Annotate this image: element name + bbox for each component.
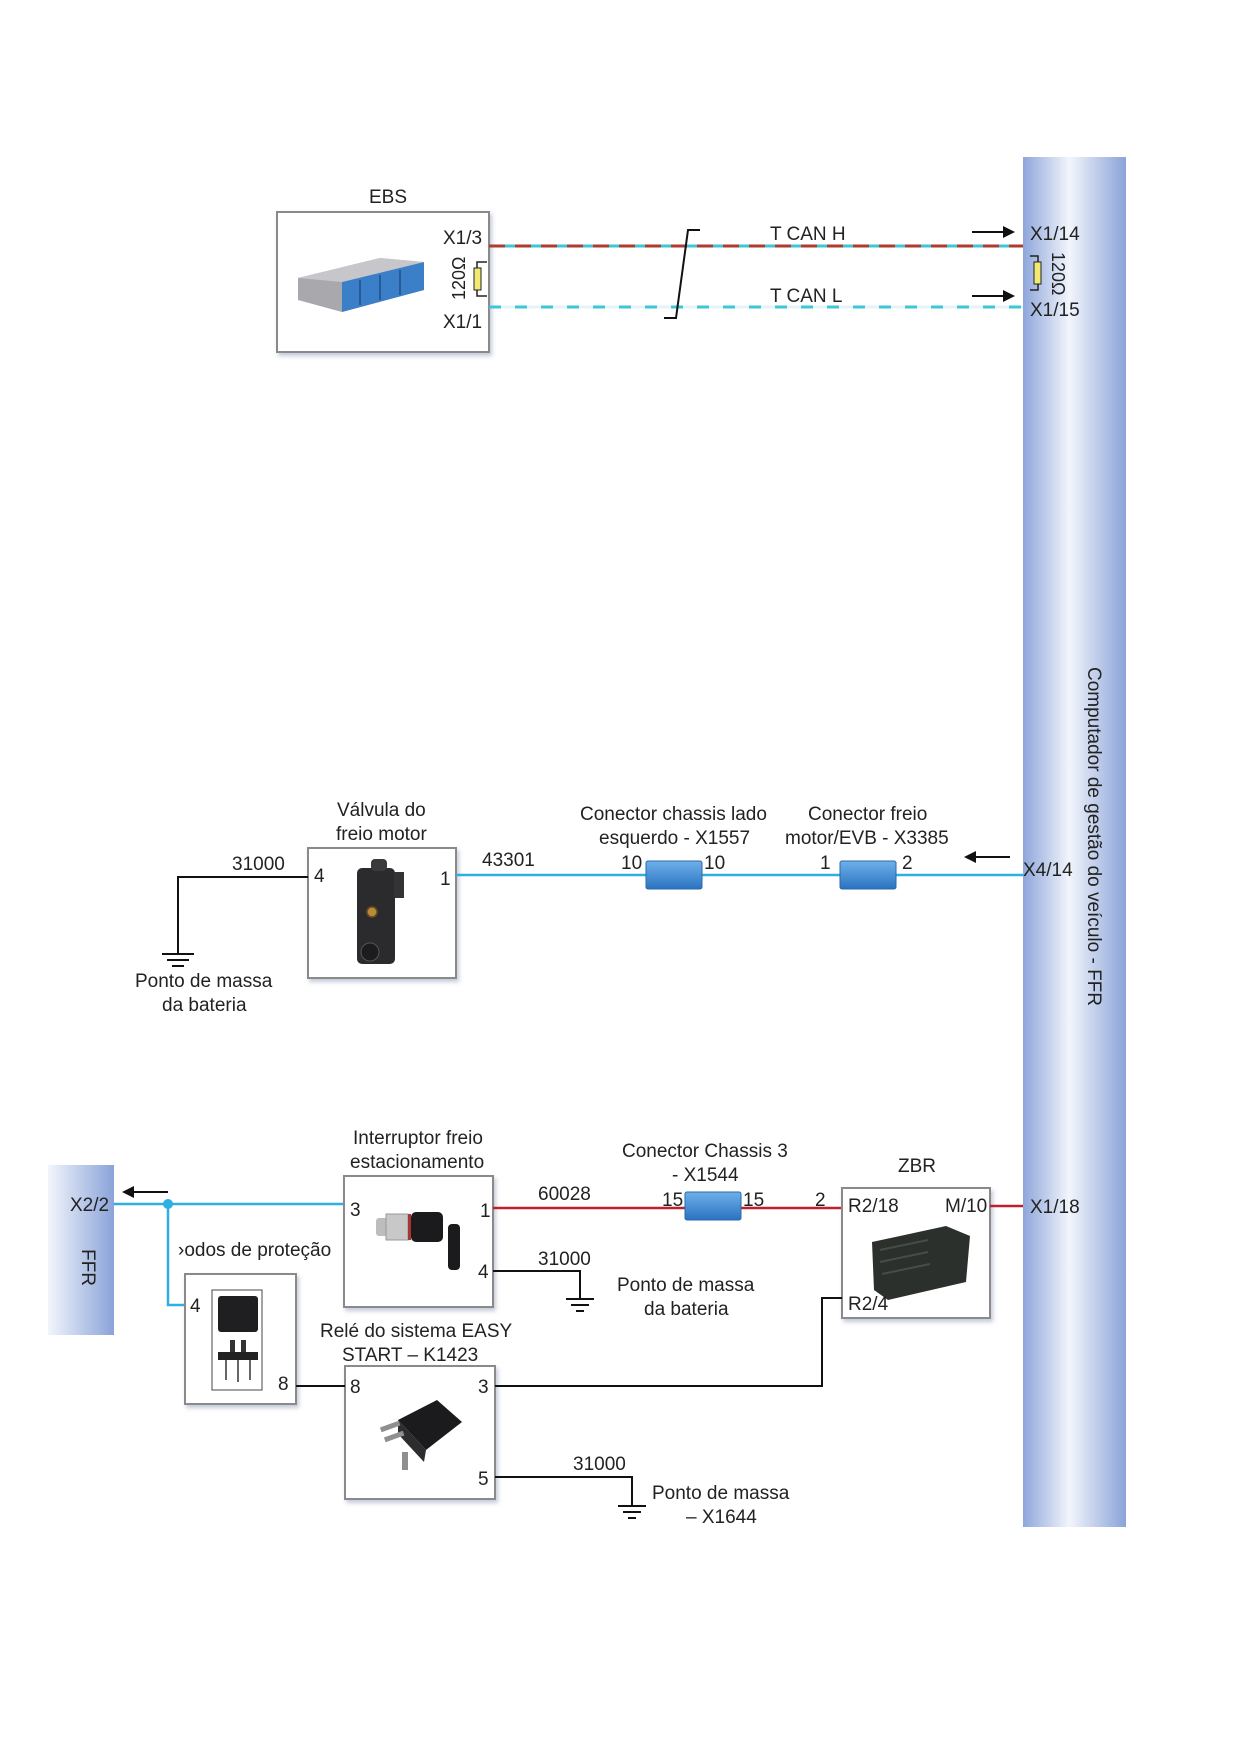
- x1557-pin-in: 10: [621, 853, 642, 874]
- can-low-label: T CAN L: [770, 286, 843, 307]
- ffr-module-bar: [1023, 157, 1126, 1527]
- ffr-small-title: FFR: [77, 1249, 98, 1286]
- switch-ground-wire-label: 31000: [538, 1249, 591, 1270]
- x1544-title-line2: - X1544: [672, 1165, 739, 1186]
- diodes-pin-8: 8: [278, 1374, 289, 1395]
- x1544-pin-out: 15: [743, 1190, 764, 1211]
- x1544-pin-in: 15: [662, 1190, 683, 1211]
- ebs-pin-high: X1/3: [443, 228, 482, 249]
- valve-pin-left: 4: [314, 866, 325, 887]
- diodes-title: ›odos de proteção: [178, 1240, 331, 1261]
- valve-title-line2: freio motor: [336, 824, 427, 845]
- ebs-title: EBS: [369, 187, 407, 208]
- x3385-title-line1: Conector freio: [808, 804, 927, 825]
- zbr-pin-m10: M/10: [945, 1196, 987, 1217]
- x1557-title-line1: Conector chassis lado: [580, 804, 767, 825]
- x1557-connector: [645, 860, 703, 890]
- zbr-pin-r2-18: R2/18: [848, 1196, 899, 1217]
- valve-ground-label-line1: Ponto de massa: [135, 971, 273, 992]
- switch-ground-wire: [493, 1270, 581, 1299]
- x3385-title-line2: motor/EVB - X3385: [785, 828, 949, 849]
- x3385-pin-out: 2: [902, 853, 913, 874]
- relay-ground-wire: [495, 1476, 633, 1506]
- arrow-left-icon: [122, 1186, 168, 1198]
- diode-image: [218, 1296, 258, 1382]
- diodes-pin-4: 4: [190, 1296, 201, 1317]
- zbr-image: [872, 1226, 970, 1300]
- zbr-pin-r2-4: R2/4: [848, 1294, 889, 1315]
- switch-pin-1: 1: [480, 1201, 491, 1222]
- ffr-pin-engine-brake: X4/14: [1023, 860, 1073, 881]
- valve-ground-label-line2: da bateria: [162, 995, 247, 1016]
- switch-pin-3: 3: [350, 1200, 361, 1221]
- relay-ground-wire-label: 31000: [573, 1454, 626, 1475]
- x3385-pin-in: 1: [820, 853, 831, 874]
- relay-title-line1: Relé do sistema EASY: [320, 1321, 513, 1342]
- x1544-title-line1: Conector Chassis 3: [622, 1141, 788, 1162]
- valve-image: [357, 859, 404, 964]
- ebs-module-image: [298, 258, 424, 312]
- ebs-termination-label: 120Ω: [449, 257, 469, 301]
- x1557-pin-out: 10: [704, 853, 725, 874]
- valve-pin-right: 1: [440, 869, 451, 890]
- ebs-pin-low: X1/1: [443, 312, 482, 333]
- relay-pin-8: 8: [350, 1377, 361, 1398]
- ffr-resistor-icon: [1030, 255, 1042, 291]
- ffr-module-title: Computador de gestão do veículo - FFR: [1083, 667, 1104, 1006]
- ground-icon: [618, 1505, 646, 1519]
- ebs-resistor-icon: [473, 261, 487, 297]
- switch-ground-label-line2: da bateria: [644, 1299, 729, 1320]
- x3385-connector: [839, 860, 897, 890]
- x1544-connector: [684, 1191, 742, 1221]
- can-high-label: T CAN H: [770, 224, 846, 245]
- relay-title-line2: START – K1423: [342, 1345, 478, 1366]
- ffr-small-bar: [48, 1165, 114, 1335]
- junction-dot: [163, 1199, 173, 1209]
- x1544-pin-zbr: 2: [815, 1190, 826, 1211]
- valve-ground-wire-label: 31000: [232, 854, 285, 875]
- ground-icon: [162, 953, 194, 967]
- valve-title-line1: Válvula do: [337, 800, 426, 821]
- ffr-termination-label: 120Ω: [1048, 252, 1068, 296]
- switch-ground-label-line1: Ponto de massa: [617, 1275, 755, 1296]
- arrow-left-icon: [964, 851, 1010, 863]
- switch-power-wire-label: 60028: [538, 1184, 591, 1205]
- relay-image: [379, 1400, 462, 1470]
- switch-title-line2: estacionamento: [350, 1152, 484, 1173]
- diode-branch-wire: [166, 1204, 185, 1307]
- twisted-pair-symbol: [664, 229, 700, 319]
- relay-zbr-wire: [495, 1297, 842, 1387]
- ffr-pin-zbr: X1/18: [1030, 1197, 1080, 1218]
- ffr-pin-can-l: X1/15: [1030, 300, 1080, 321]
- ffr-small-pin: X2/2: [70, 1195, 109, 1216]
- switch-pin-4: 4: [478, 1262, 489, 1283]
- switch-title-line1: Interruptor freio: [353, 1128, 483, 1149]
- switch-image: [376, 1212, 460, 1270]
- x1557-title-line2: esquerdo - X1557: [599, 828, 750, 849]
- relay-pin-5: 5: [478, 1469, 489, 1490]
- valve-ground-wire: [177, 876, 308, 954]
- arrow-right-icon: [972, 226, 1015, 238]
- ground-icon: [566, 1298, 594, 1312]
- arrow-right-icon: [972, 290, 1015, 302]
- ffr-pin-can-h: X1/14: [1030, 224, 1080, 245]
- valve-signal-wire-label: 43301: [482, 850, 535, 871]
- relay-ground-label-line1: Ponto de massa: [652, 1483, 790, 1504]
- relay-ground-label-line2: – X1644: [686, 1507, 757, 1528]
- zbr-title: ZBR: [898, 1156, 936, 1177]
- relay-pin-3: 3: [478, 1377, 489, 1398]
